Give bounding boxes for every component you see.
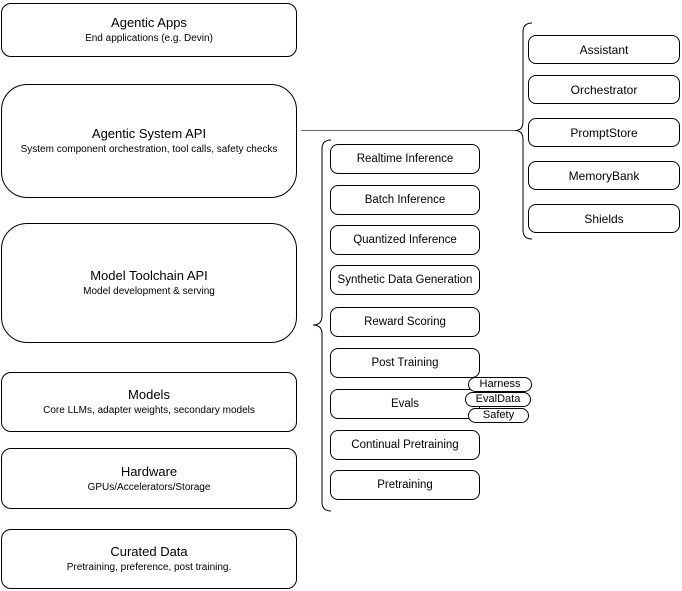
system-component-promptstore: PromptStore: [528, 118, 680, 147]
toolchain-item-continual-pretraining: Continual Pretraining: [330, 430, 480, 460]
models-title: Models: [128, 387, 170, 402]
toolchain-item-post-training: Post Training: [330, 348, 480, 378]
agentic-system-api-title: Agentic System API: [91, 126, 207, 141]
toolchain-item-quantized-inference: Quantized Inference: [330, 225, 480, 255]
agentic-system-api-subtitle: System component orchestration, tool cal…: [20, 144, 278, 155]
eval-tag-safety: Safety: [468, 408, 529, 423]
layer-box-models: Models Core LLMs, adapter weights, secon…: [1, 372, 297, 432]
layer-box-curated-data: Curated Data Pretraining, preference, po…: [1, 529, 297, 589]
toolchain-item-batch-inference: Batch Inference: [330, 185, 480, 215]
hardware-subtitle: GPUs/Accelerators/Storage: [87, 481, 211, 493]
toolchain-item-reward-scoring: Reward Scoring: [330, 307, 480, 337]
toolchain-item-pretraining: Pretraining: [330, 470, 480, 500]
model-toolchain-api-subtitle: Model development & serving: [83, 286, 215, 297]
eval-tag-harness: Harness: [468, 377, 532, 392]
eval-tag-evaldata: EvalData: [465, 392, 531, 407]
system-component-assistant: Assistant: [528, 35, 680, 64]
toolchain-item-evals: Evals: [330, 389, 480, 419]
layer-box-agentic-apps: Agentic Apps End applications (e.g. Devi…: [1, 3, 297, 57]
toolchain-item-synthetic-data-generation: Synthetic Data Generation: [330, 265, 480, 295]
layer-box-hardware: Hardware GPUs/Accelerators/Storage: [1, 448, 297, 509]
curated-data-title: Curated Data: [110, 544, 188, 559]
layer-box-agentic-system-api: Agentic System API System component orch…: [1, 84, 297, 198]
toolchain-item-realtime-inference: Realtime Inference: [330, 144, 480, 174]
model-toolchain-api-title: Model Toolchain API: [90, 268, 208, 283]
models-subtitle: Core LLMs, adapter weights, secondary mo…: [43, 405, 255, 416]
system-component-orchestrator: Orchestrator: [528, 75, 680, 104]
brace-system-components: [514, 22, 533, 240]
agentic-apps-subtitle: End applications (e.g. Devin): [85, 33, 213, 44]
hardware-title: Hardware: [120, 463, 178, 479]
curated-data-subtitle: Pretraining, preference, post training.: [66, 562, 232, 573]
brace-toolchain: [312, 139, 332, 512]
system-component-shields: Shields: [528, 204, 680, 233]
system-component-memorybank: MemoryBank: [528, 161, 680, 190]
layer-box-model-toolchain-api: Model Toolchain API Model development & …: [1, 223, 297, 343]
agentic-apps-title: Agentic Apps: [111, 15, 187, 30]
